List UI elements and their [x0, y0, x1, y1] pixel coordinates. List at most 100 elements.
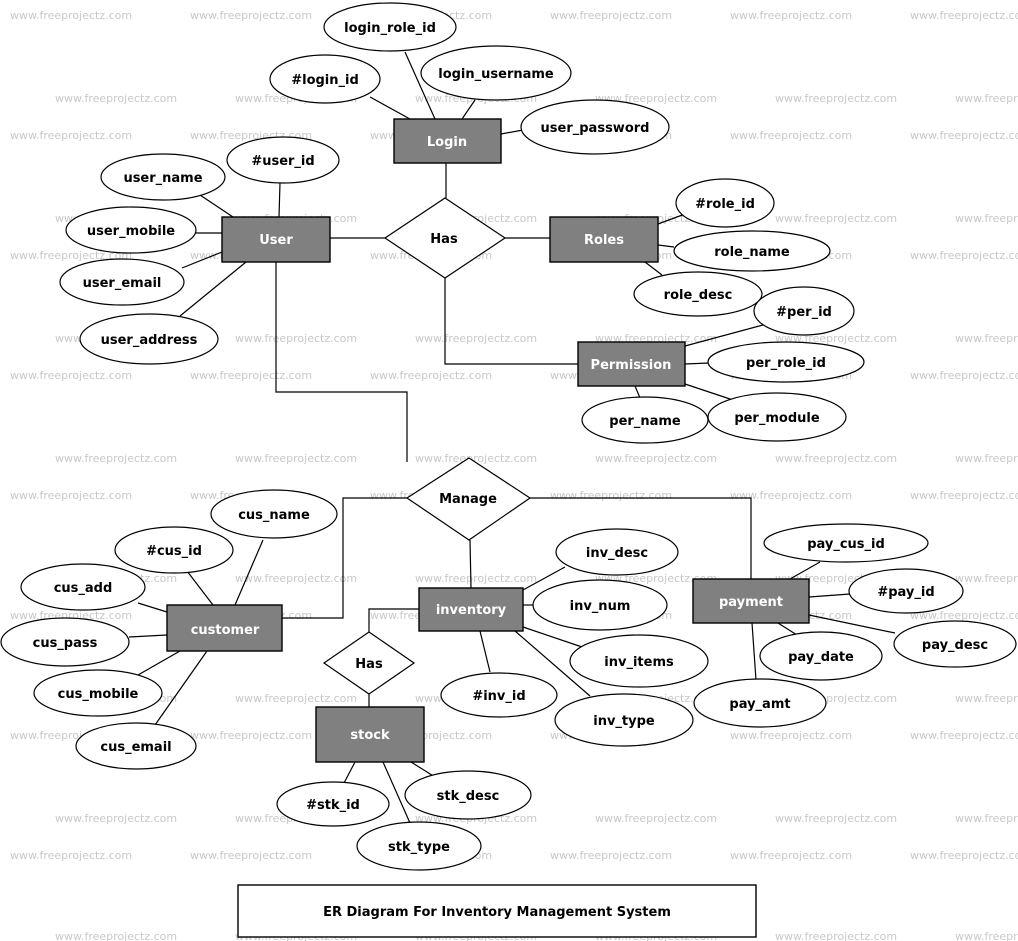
watermark-text: www.freeprojectz.com [10, 249, 132, 262]
entity-label: inventory [436, 603, 507, 618]
watermark-text: www.freeprojectz.com [550, 9, 672, 22]
watermark-text: www.freeprojectz.com [595, 452, 717, 465]
attribute-label: pay_amt [729, 697, 790, 712]
attribute-label: #user_id [251, 154, 314, 169]
watermark-text: www.freeprojectz.com [955, 92, 1018, 105]
watermark-text: www.freeprojectz.com [955, 572, 1018, 585]
attribute-label: #login_id [291, 73, 359, 88]
diagram-title-box: ER Diagram For Inventory Management Syst… [237, 884, 757, 938]
attribute-stk-desc: stk_desc [404, 770, 532, 820]
attribute-label: stk_desc [437, 789, 500, 804]
watermark-text: www.freeprojectz.com [730, 129, 852, 142]
relationships: Has Manage Has [322, 197, 532, 695]
attribute-label: pay_date [788, 650, 854, 665]
attribute-label: #role_id [695, 197, 755, 212]
attribute-pay-id: #pay_id [848, 568, 964, 614]
watermark-text: www.freeprojectz.com [730, 489, 852, 502]
watermark-text: www.freeprojectz.com [55, 930, 177, 941]
attribute-label: role_name [714, 245, 790, 260]
attribute-pay-date: pay_date [759, 631, 883, 681]
attribute-label: role_desc [664, 288, 733, 303]
watermark-text: www.freeprojectz.com [955, 332, 1018, 345]
attribute-role-id: #role_id [675, 178, 775, 228]
attribute-role-name: role_name [673, 230, 831, 272]
watermark-text: www.freeprojectz.com [55, 92, 177, 105]
attribute-label: cus_email [100, 740, 171, 755]
attribute-label: login_role_id [344, 21, 436, 36]
attribute-pay-cus-id: pay_cus_id [763, 523, 929, 563]
attribute-user-email: user_email [59, 258, 185, 306]
attribute-label: pay_desc [922, 638, 988, 653]
attribute-per-id: #per_id [753, 286, 855, 336]
watermark-text: www.freeprojectz.com [910, 489, 1018, 502]
watermark-text: www.freeprojectz.com [910, 369, 1018, 382]
watermark-text: www.freeprojectz.com [55, 452, 177, 465]
entity-user: User [221, 216, 331, 263]
relationship-label: Manage [439, 492, 497, 507]
watermark-text: www.freeprojectz.com [10, 129, 132, 142]
watermark-text: www.freeprojectz.com [910, 129, 1018, 142]
watermark-text: www.freeprojectz.com [910, 249, 1018, 262]
connector-lines [128, 51, 896, 824]
entity-label: stock [350, 728, 390, 743]
watermark-text: www.freeprojectz.com [595, 812, 717, 825]
attribute-role-desc: role_desc [633, 271, 763, 317]
attribute-user-name: user_name [100, 153, 226, 201]
watermark-text: www.freeprojectz.com [550, 489, 672, 502]
attribute-cus-id: #cus_id [114, 526, 234, 574]
relationship-manage: Manage [405, 457, 532, 541]
attribute-cus-email: cus_email [75, 722, 197, 770]
attribute-login-id: #login_id [269, 54, 381, 104]
attribute-user-address: user_address [79, 313, 219, 365]
attributes: login_role_id #login_id login_username u… [0, 2, 1017, 871]
watermark-text: www.freeprojectz.com [775, 812, 897, 825]
watermark-text: www.freeprojectz.com [415, 332, 537, 345]
relationship-has-user: Has [383, 197, 507, 279]
attribute-label: cus_pass [33, 636, 98, 651]
attribute-stk-type: stk_type [356, 821, 482, 871]
entity-roles: Roles [549, 216, 659, 263]
attribute-label: cus_name [238, 508, 310, 523]
attribute-login-username: login_username [420, 45, 572, 101]
attribute-label: cus_add [54, 581, 113, 596]
watermark-text: www.freeprojectz.com [235, 572, 357, 585]
attribute-pay-amt: pay_amt [693, 678, 827, 728]
attribute-per-name: per_name [581, 396, 709, 444]
attribute-label: user_name [123, 171, 202, 186]
watermark-text: www.freeprojectz.com [10, 609, 132, 622]
watermark-text: www.freeprojectz.com [910, 729, 1018, 742]
watermark-text: www.freeprojectz.com [190, 369, 312, 382]
watermark-text: www.freeprojectz.com [955, 452, 1018, 465]
attribute-label: user_address [101, 333, 198, 348]
entity-label: payment [719, 595, 783, 610]
attribute-login-role-id: login_role_id [323, 2, 457, 52]
entity-inventory: inventory [418, 587, 524, 632]
attribute-label: user_mobile [87, 224, 175, 239]
attribute-per-role-id: per_role_id [707, 341, 865, 383]
entity-label: Permission [591, 358, 672, 373]
attribute-label: user_email [83, 276, 162, 291]
attribute-label: #inv_id [472, 689, 525, 704]
attribute-per-module: per_module [707, 392, 847, 442]
entity-label: customer [191, 623, 260, 638]
entity-customer: customer [166, 604, 283, 652]
attribute-label: user_password [541, 121, 650, 136]
watermark-text: www.freeprojectz.com [775, 930, 897, 941]
watermark-text: www.freeprojectz.com [10, 369, 132, 382]
watermark-text: www.freeprojectz.com [10, 849, 132, 862]
entity-permission: Permission [577, 341, 686, 387]
watermark-text: www.freeprojectz.com [235, 452, 357, 465]
watermark-text: www.freeprojectz.com [550, 849, 672, 862]
attribute-inv-id: #inv_id [440, 672, 558, 718]
attribute-label: pay_cus_id [807, 537, 885, 552]
attribute-inv-items: inv_items [569, 634, 709, 688]
entity-label: User [259, 233, 293, 248]
entity-label: Roles [584, 233, 624, 248]
watermark-text: www.freeprojectz.com [370, 369, 492, 382]
attribute-label: #cus_id [146, 544, 202, 559]
attribute-label: inv_num [570, 599, 631, 614]
relationship-label: Has [430, 232, 458, 247]
watermark-text: www.freeprojectz.com [415, 452, 537, 465]
watermark-text: www.freeprojectz.com [10, 489, 132, 502]
